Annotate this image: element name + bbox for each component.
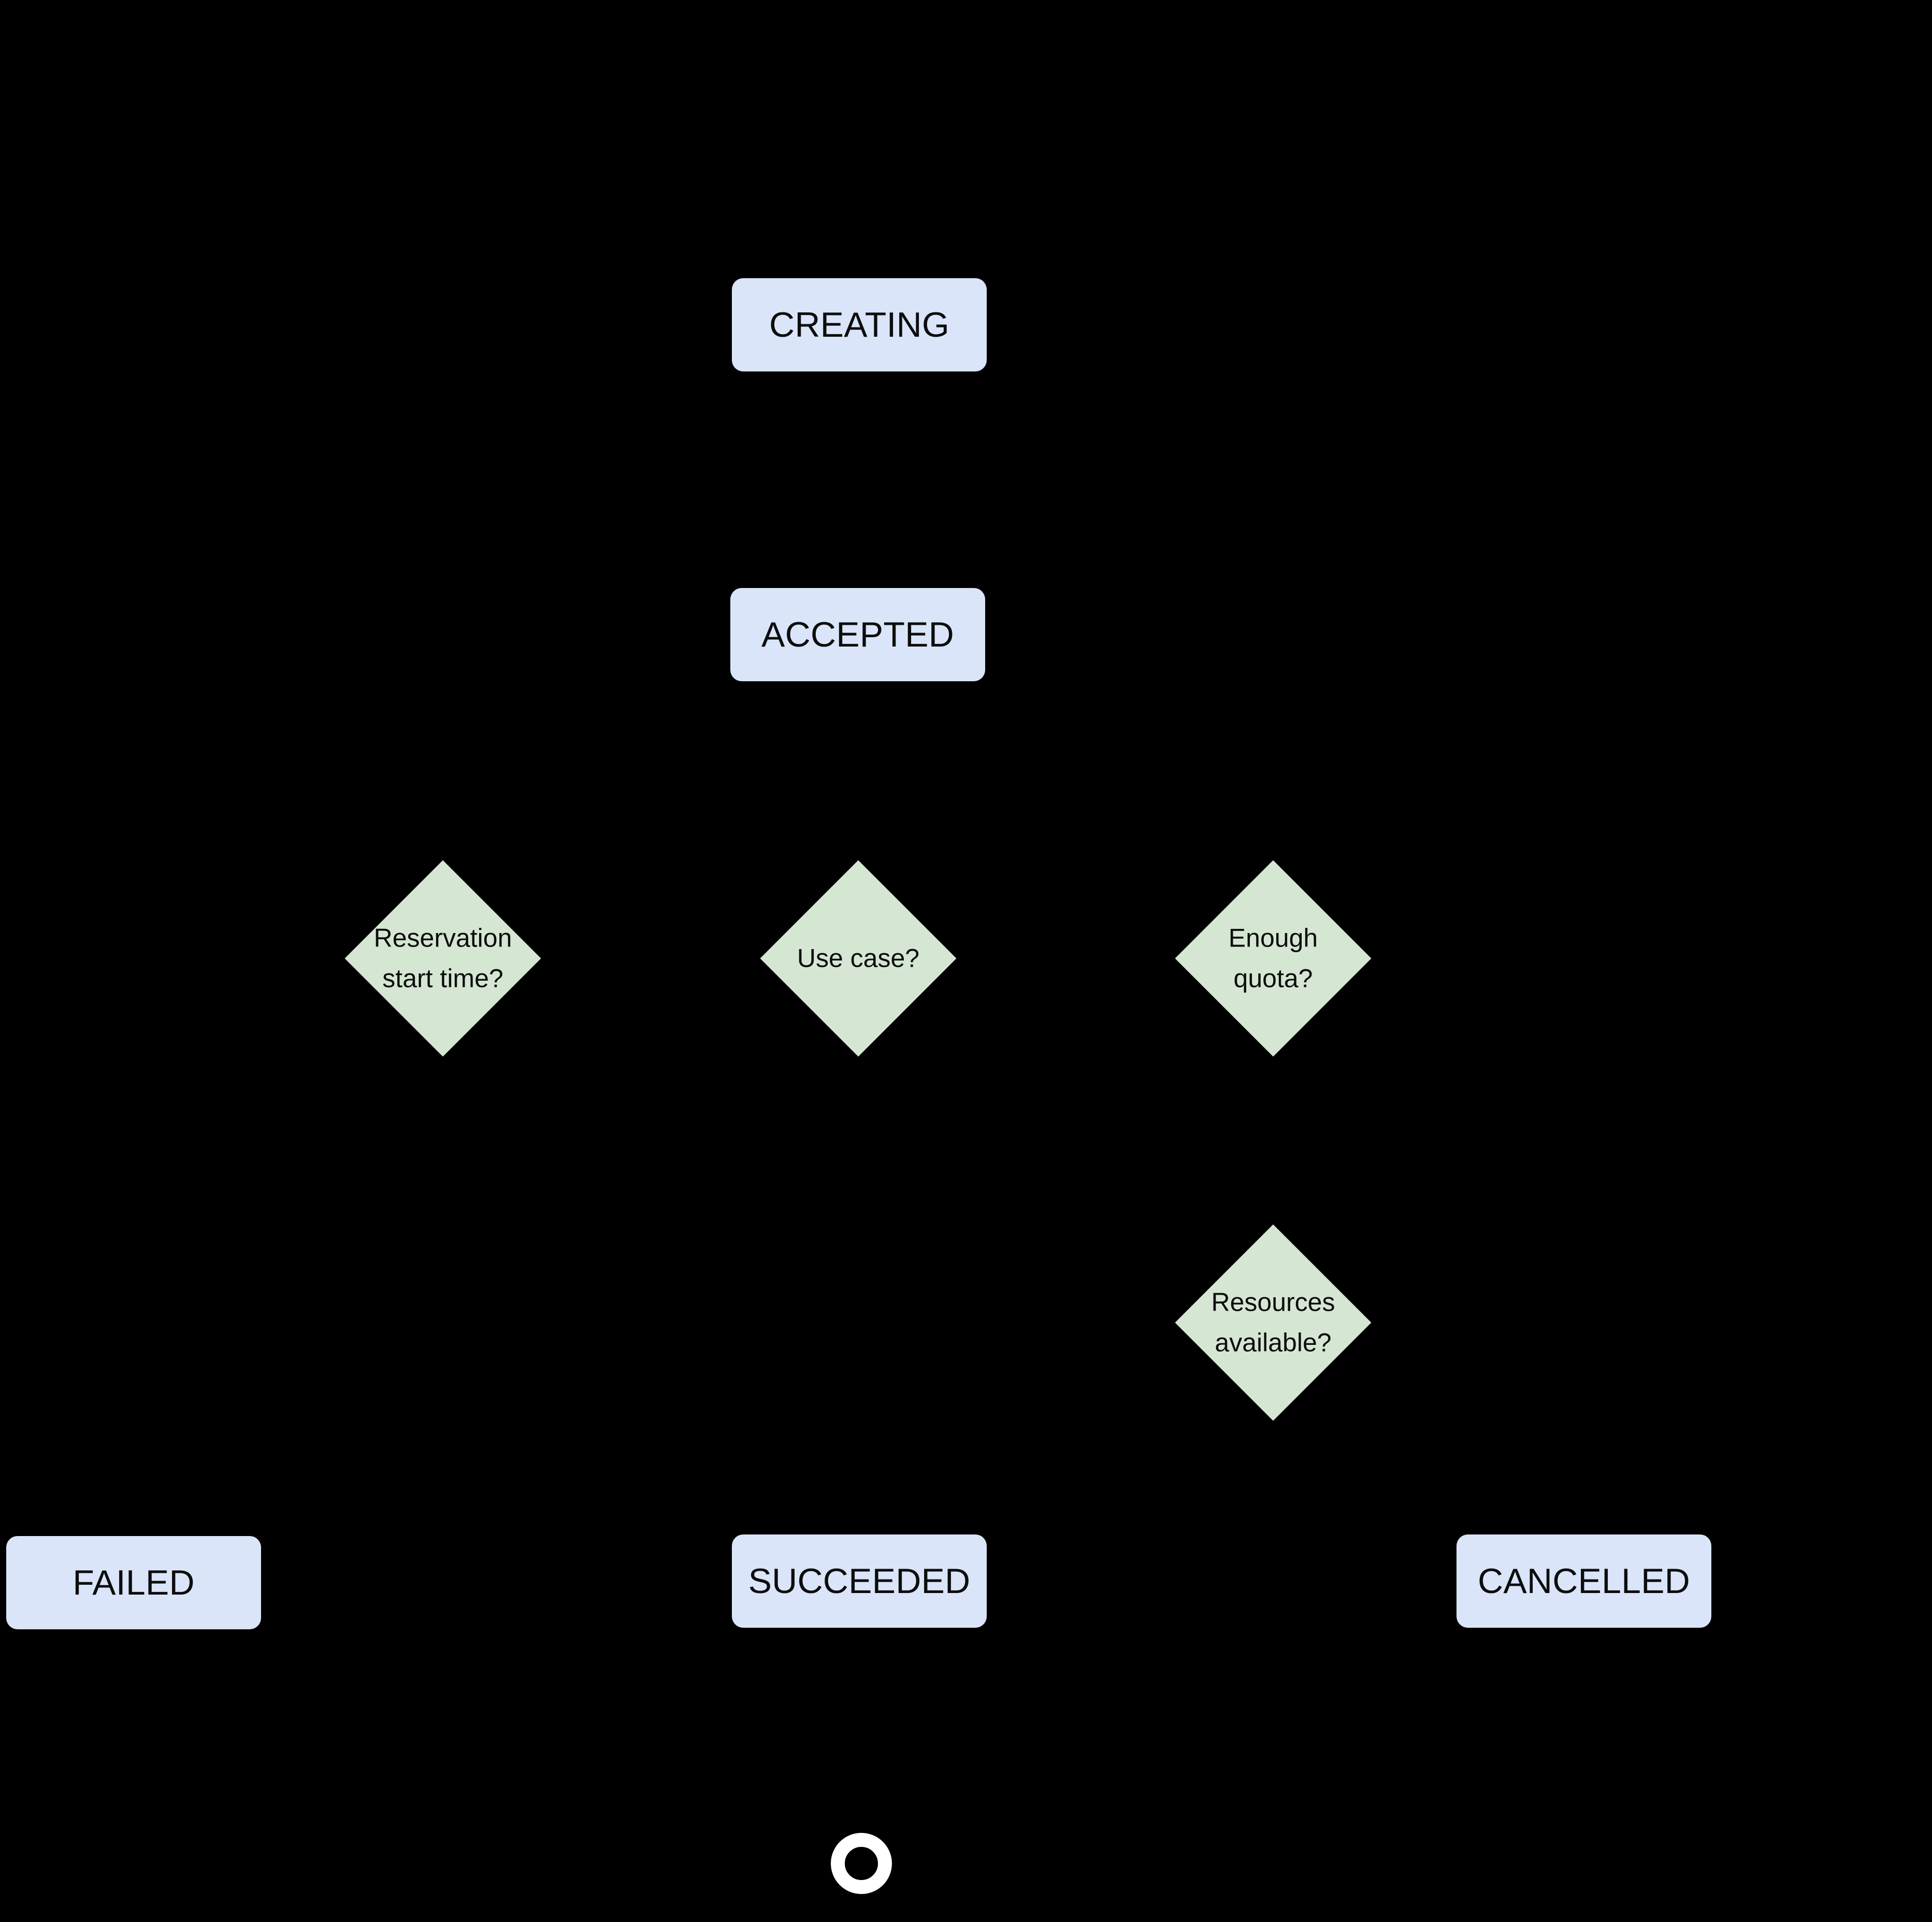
diamond-shape xyxy=(344,860,541,1057)
state-label: ACCEPTED xyxy=(761,615,954,654)
state-node-cancelled[interactable]: CANCELLED xyxy=(1457,1534,1711,1628)
diamond-shape xyxy=(1175,860,1372,1057)
diamond-shape xyxy=(1175,1224,1372,1421)
state-label: CANCELLED xyxy=(1478,1561,1690,1601)
decision-node-resources-available[interactable]: Resources available? xyxy=(1175,1224,1372,1421)
decision-node-enough-quota[interactable]: Enough quota? xyxy=(1175,860,1372,1057)
decision-node-reservation-start-time[interactable]: Reservation start time? xyxy=(344,860,541,1057)
decision-node-use-case[interactable]: Use case? xyxy=(760,860,957,1057)
diamond-shape xyxy=(760,860,957,1057)
state-label: CREATING xyxy=(769,305,949,345)
state-node-succeeded[interactable]: SUCCEEDED xyxy=(732,1534,987,1628)
state-label: SUCCEEDED xyxy=(748,1561,971,1601)
state-node-failed[interactable]: FAILED xyxy=(6,1536,261,1629)
state-node-creating[interactable]: CREATING xyxy=(732,278,987,371)
state-node-accepted[interactable]: ACCEPTED xyxy=(730,588,985,681)
state-label: FAILED xyxy=(73,1563,195,1602)
end-node-ring-icon xyxy=(831,1833,892,1894)
